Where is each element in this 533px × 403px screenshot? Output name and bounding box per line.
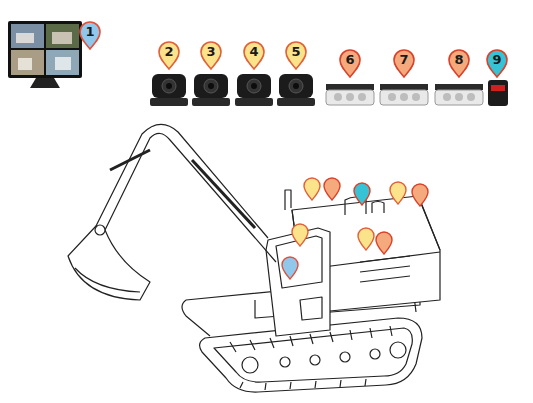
- light-bars: [326, 84, 483, 105]
- callout-number: 9: [487, 52, 507, 68]
- callout-number: 1: [80, 24, 100, 40]
- callout-number: 3: [201, 44, 221, 60]
- callout-number: 4: [244, 44, 264, 60]
- excavator: [68, 124, 440, 392]
- callout-number: 6: [340, 52, 360, 68]
- remote-fob: [488, 80, 508, 106]
- callout-pins: [80, 22, 507, 77]
- callout-number: 8: [449, 52, 469, 68]
- cameras: [150, 74, 315, 106]
- callout-number: 2: [159, 44, 179, 60]
- callout-number: 5: [286, 44, 306, 60]
- callout-number: 7: [394, 52, 414, 68]
- mount-pins: [282, 178, 428, 279]
- monitor: [8, 21, 82, 88]
